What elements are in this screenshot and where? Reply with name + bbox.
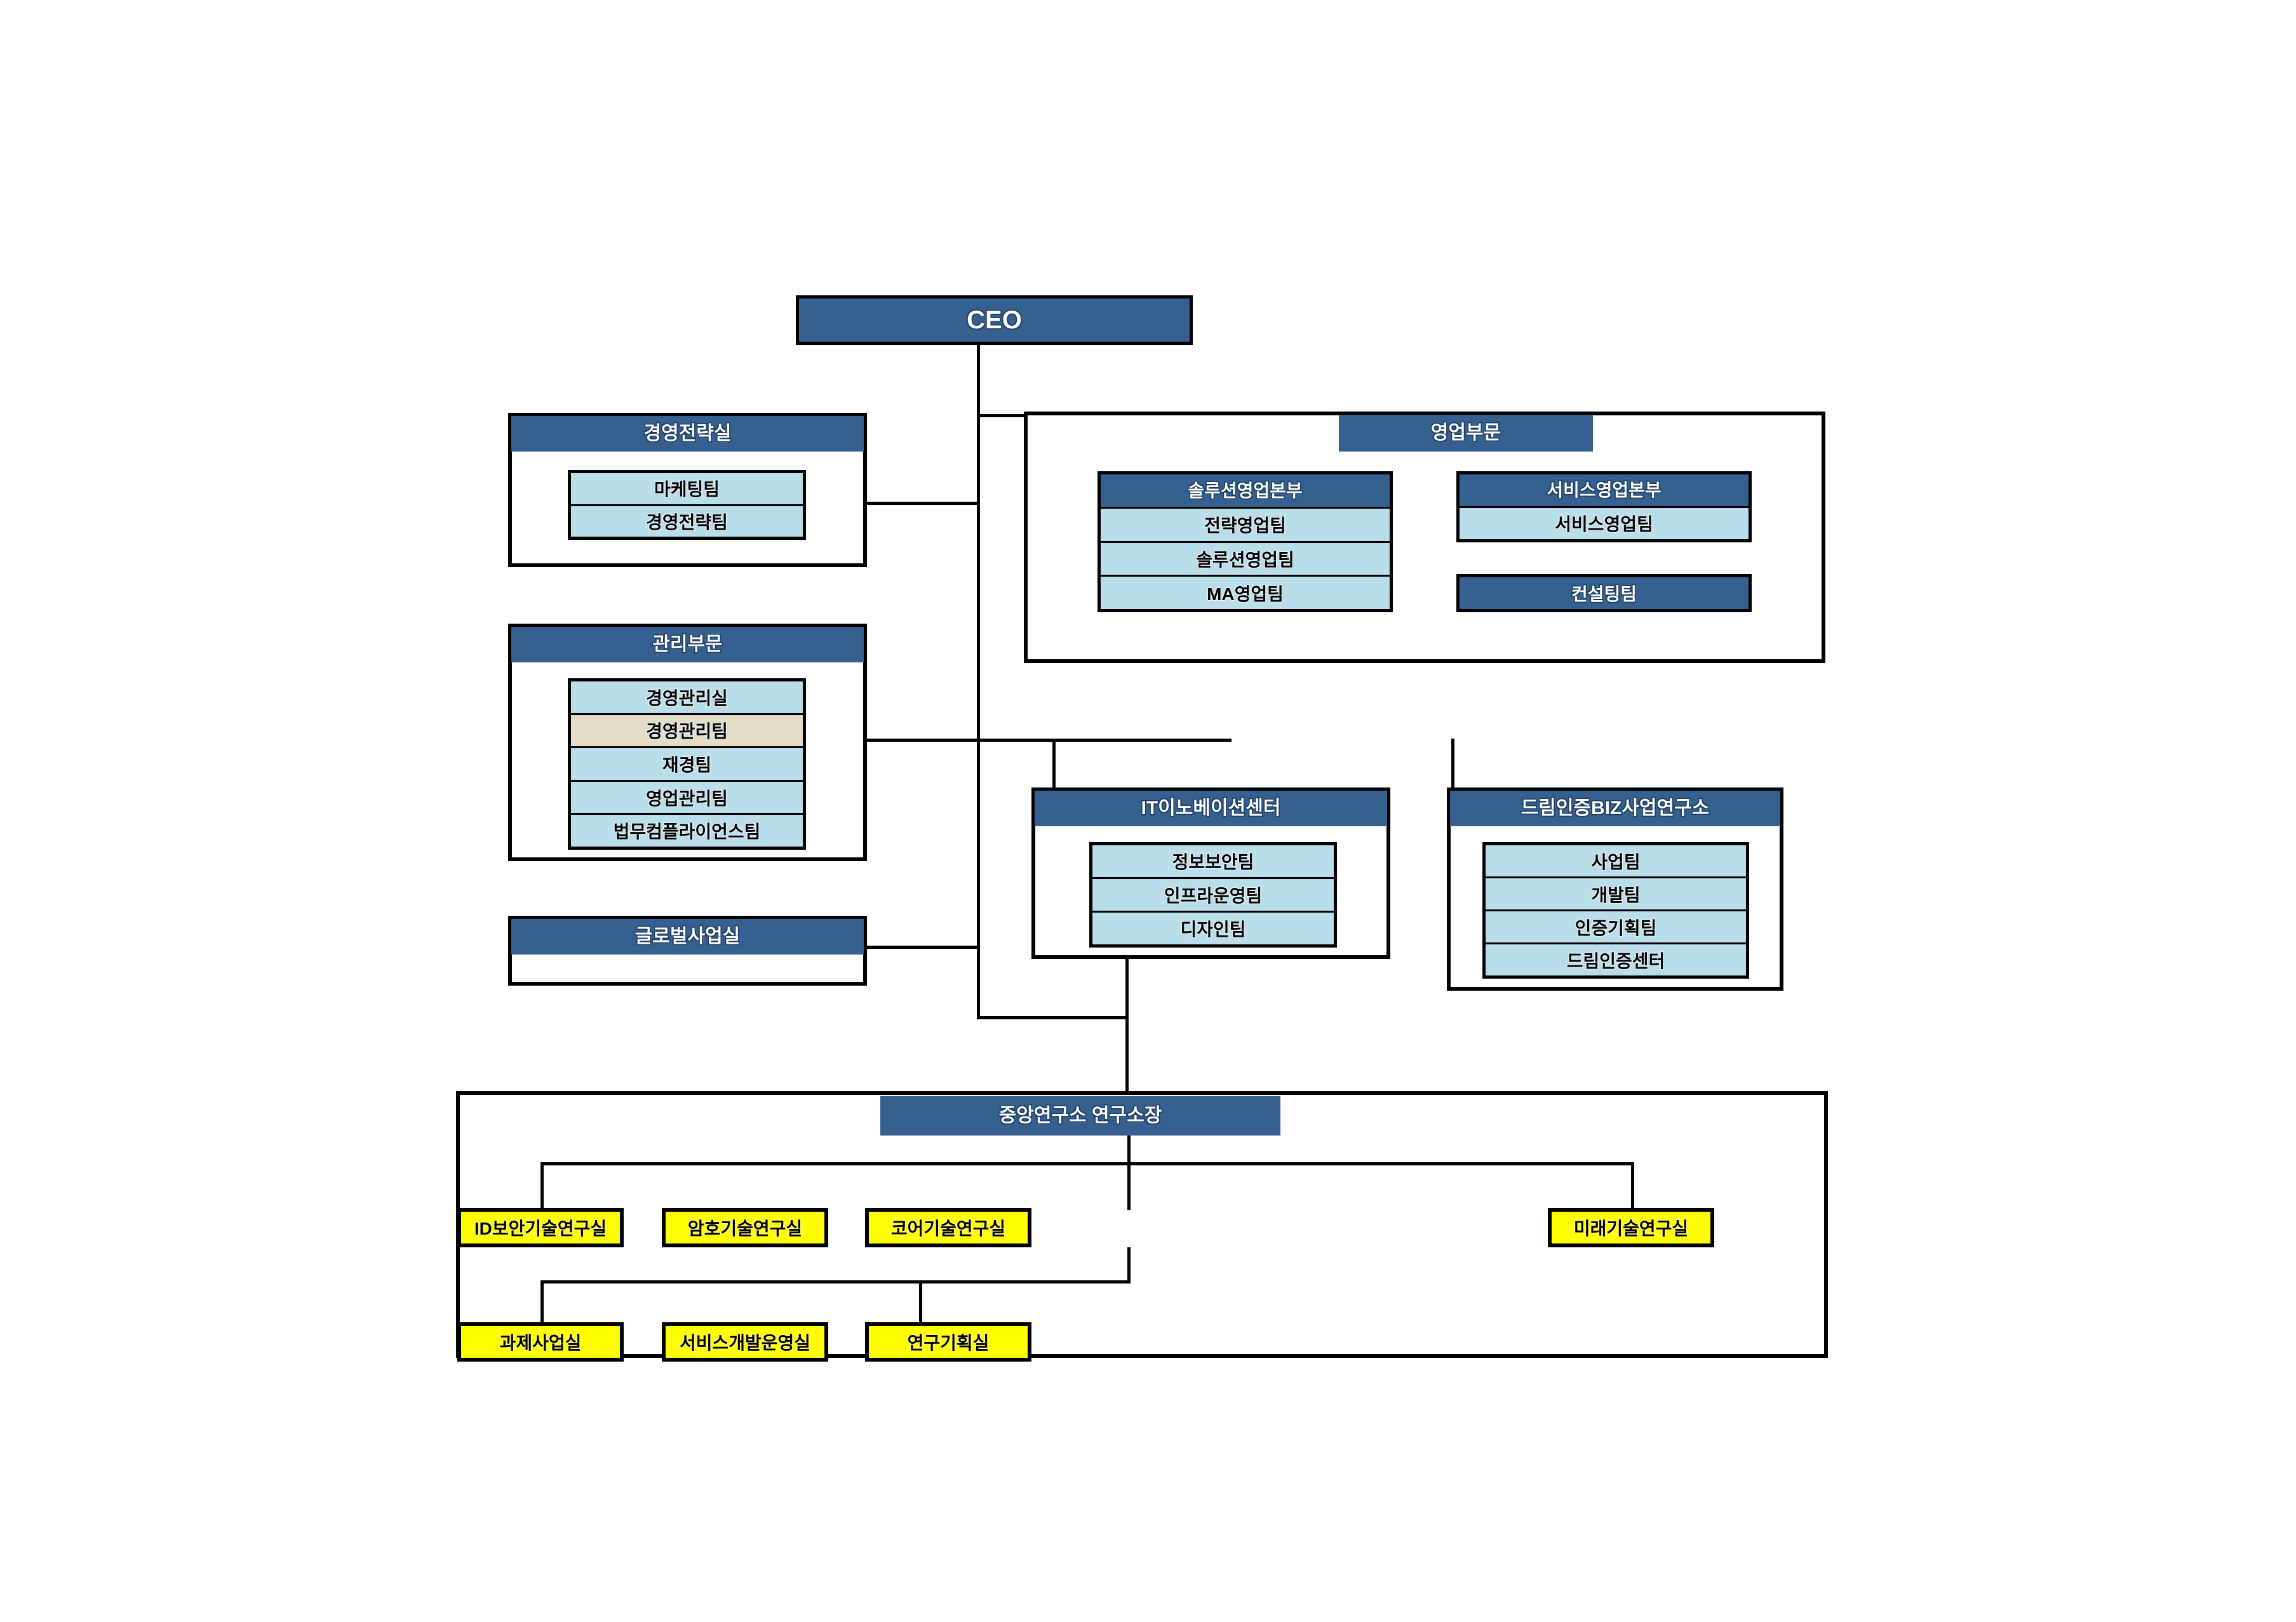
group-solution-sales: 솔루션영업본부 전략영업팀 솔루션영업팀 MA영업팀 bbox=[1098, 471, 1393, 612]
lab-box[interactable]: 미래기술연구실 bbox=[1548, 1208, 1714, 1247]
team-item[interactable]: 솔루션영업팀 bbox=[1101, 542, 1390, 577]
team-item[interactable]: 영업관리팀 bbox=[571, 781, 803, 815]
connector-cri-drop-1 bbox=[540, 1162, 544, 1210]
connector-cri-drop-5 bbox=[540, 1280, 544, 1325]
node-sales-division-title: 영업부문 bbox=[1339, 415, 1593, 452]
connector-cri-head-drop bbox=[1127, 1136, 1131, 1165]
lab-box[interactable]: ID보안기술연구실 bbox=[457, 1208, 624, 1247]
connector-management-bus bbox=[866, 739, 1232, 742]
lab-box[interactable]: 코어기술연구실 bbox=[865, 1208, 1031, 1247]
lab-box[interactable]: 연구기획실 bbox=[865, 1322, 1031, 1362]
team-item[interactable]: 정보보안팀 bbox=[1092, 845, 1334, 879]
connector-global-office bbox=[866, 946, 979, 949]
group-solution-sales-title: 솔루션영업본부 bbox=[1101, 474, 1390, 509]
connector-strategy-office bbox=[866, 502, 979, 505]
team-item[interactable]: 사업팀 bbox=[1486, 845, 1746, 878]
team-item[interactable]: 경영전략팀 bbox=[571, 506, 803, 537]
group-service-sales: 서비스영업본부 서비스영업팀 bbox=[1456, 471, 1752, 542]
connector-trunk-turn bbox=[977, 1016, 1129, 1019]
team-item[interactable]: 인프라운영팀 bbox=[1092, 879, 1334, 913]
connector-to-research-institute bbox=[1125, 1016, 1129, 1091]
node-it-innovation-center-title: IT이노베이션센터 bbox=[1035, 791, 1387, 826]
node-central-research-institute-title: 중앙연구소 연구소장 bbox=[880, 1096, 1280, 1136]
node-it-innovation-center[interactable]: IT이노베이션센터 정보보안팀 인프라운영팀 디자인팀 bbox=[1031, 788, 1390, 959]
lab-box[interactable]: 암호기술연구실 bbox=[662, 1208, 828, 1247]
node-ceo[interactable]: CEO bbox=[796, 295, 1193, 345]
team-item[interactable]: 전략영업팀 bbox=[1101, 508, 1390, 543]
node-management-division[interactable]: 관리부문 경영관리실 경영관리팀 재경팀 영업관리팀 법무컴플라이언스팀 bbox=[508, 624, 867, 861]
team-item[interactable]: 경영관리실 bbox=[571, 681, 803, 715]
node-consulting-team[interactable]: 컨설팅팀 bbox=[1456, 574, 1752, 612]
dream-biz-team-stack: 사업팀 개발팀 인증기획팀 드림인증센터 bbox=[1482, 842, 1749, 979]
connector-cri-row2-bus bbox=[540, 1280, 1131, 1284]
team-item[interactable]: 개발팀 bbox=[1486, 878, 1746, 911]
management-division-team-stack: 경영관리실 경영관리팀 재경팀 영업관리팀 법무컴플라이언스팀 bbox=[568, 678, 806, 850]
team-item[interactable]: 인증기획팀 bbox=[1486, 911, 1746, 944]
lab-box[interactable]: 서비스개발운영실 bbox=[662, 1322, 828, 1362]
team-item[interactable]: 서비스영업팀 bbox=[1460, 507, 1749, 539]
node-dream-biz-institute[interactable]: 드림인증BIZ사업연구소 사업팀 개발팀 인증기획팀 드림인증센터 bbox=[1447, 788, 1783, 991]
team-item[interactable]: 재경팀 bbox=[571, 748, 803, 782]
connector-ceo-trunk bbox=[977, 345, 980, 1019]
group-service-sales-title: 서비스영업본부 bbox=[1460, 474, 1749, 508]
connector-cri-drop-4 bbox=[1631, 1162, 1634, 1210]
team-item[interactable]: 법무컴플라이언스팀 bbox=[571, 815, 803, 847]
connector-cri-row1-bus bbox=[540, 1162, 1634, 1165]
node-strategy-office-title: 경영전략실 bbox=[511, 416, 864, 452]
node-dream-biz-institute-title: 드림인증BIZ사업연구소 bbox=[1450, 791, 1780, 826]
team-item[interactable]: 드림인증센터 bbox=[1486, 944, 1746, 975]
node-management-division-title: 관리부문 bbox=[511, 627, 864, 662]
node-sales-division[interactable]: 영업부문 솔루션영업본부 전략영업팀 솔루션영업팀 MA영업팀 서비스영업본부 … bbox=[1024, 412, 1825, 663]
node-central-research-institute[interactable]: 중앙연구소 연구소장 ID보안기술연구실 암호기술연구실 코어기술연구실 미래기… bbox=[456, 1091, 1828, 1362]
strategy-office-team-stack: 마케팅팀 경영전략팀 bbox=[568, 470, 806, 540]
connector-to-it-center bbox=[1052, 739, 1056, 789]
connector-cri-row-link bbox=[1127, 1247, 1131, 1283]
lab-box[interactable]: 과제사업실 bbox=[457, 1322, 624, 1362]
node-strategy-office[interactable]: 경영전략실 마케팅팀 경영전략팀 bbox=[508, 413, 867, 567]
node-global-office[interactable]: 글로벌사업실 bbox=[508, 916, 867, 986]
connector-cri-drop-6 bbox=[919, 1280, 922, 1325]
team-item[interactable]: 디자인팀 bbox=[1092, 913, 1334, 944]
it-center-team-stack: 정보보안팀 인프라운영팀 디자인팀 bbox=[1089, 842, 1337, 948]
connector-cri-drop-3 bbox=[1127, 1162, 1131, 1210]
team-item[interactable]: MA영업팀 bbox=[1101, 577, 1390, 609]
team-item-highlighted[interactable]: 경영관리팀 bbox=[571, 714, 803, 749]
connector-it-center-down bbox=[1125, 959, 1129, 1019]
node-ceo-label: CEO bbox=[967, 305, 1022, 334]
connector-to-dream-biz bbox=[1451, 739, 1454, 789]
team-item[interactable]: 마케팅팀 bbox=[571, 473, 803, 506]
node-global-office-title: 글로벌사업실 bbox=[511, 919, 864, 955]
